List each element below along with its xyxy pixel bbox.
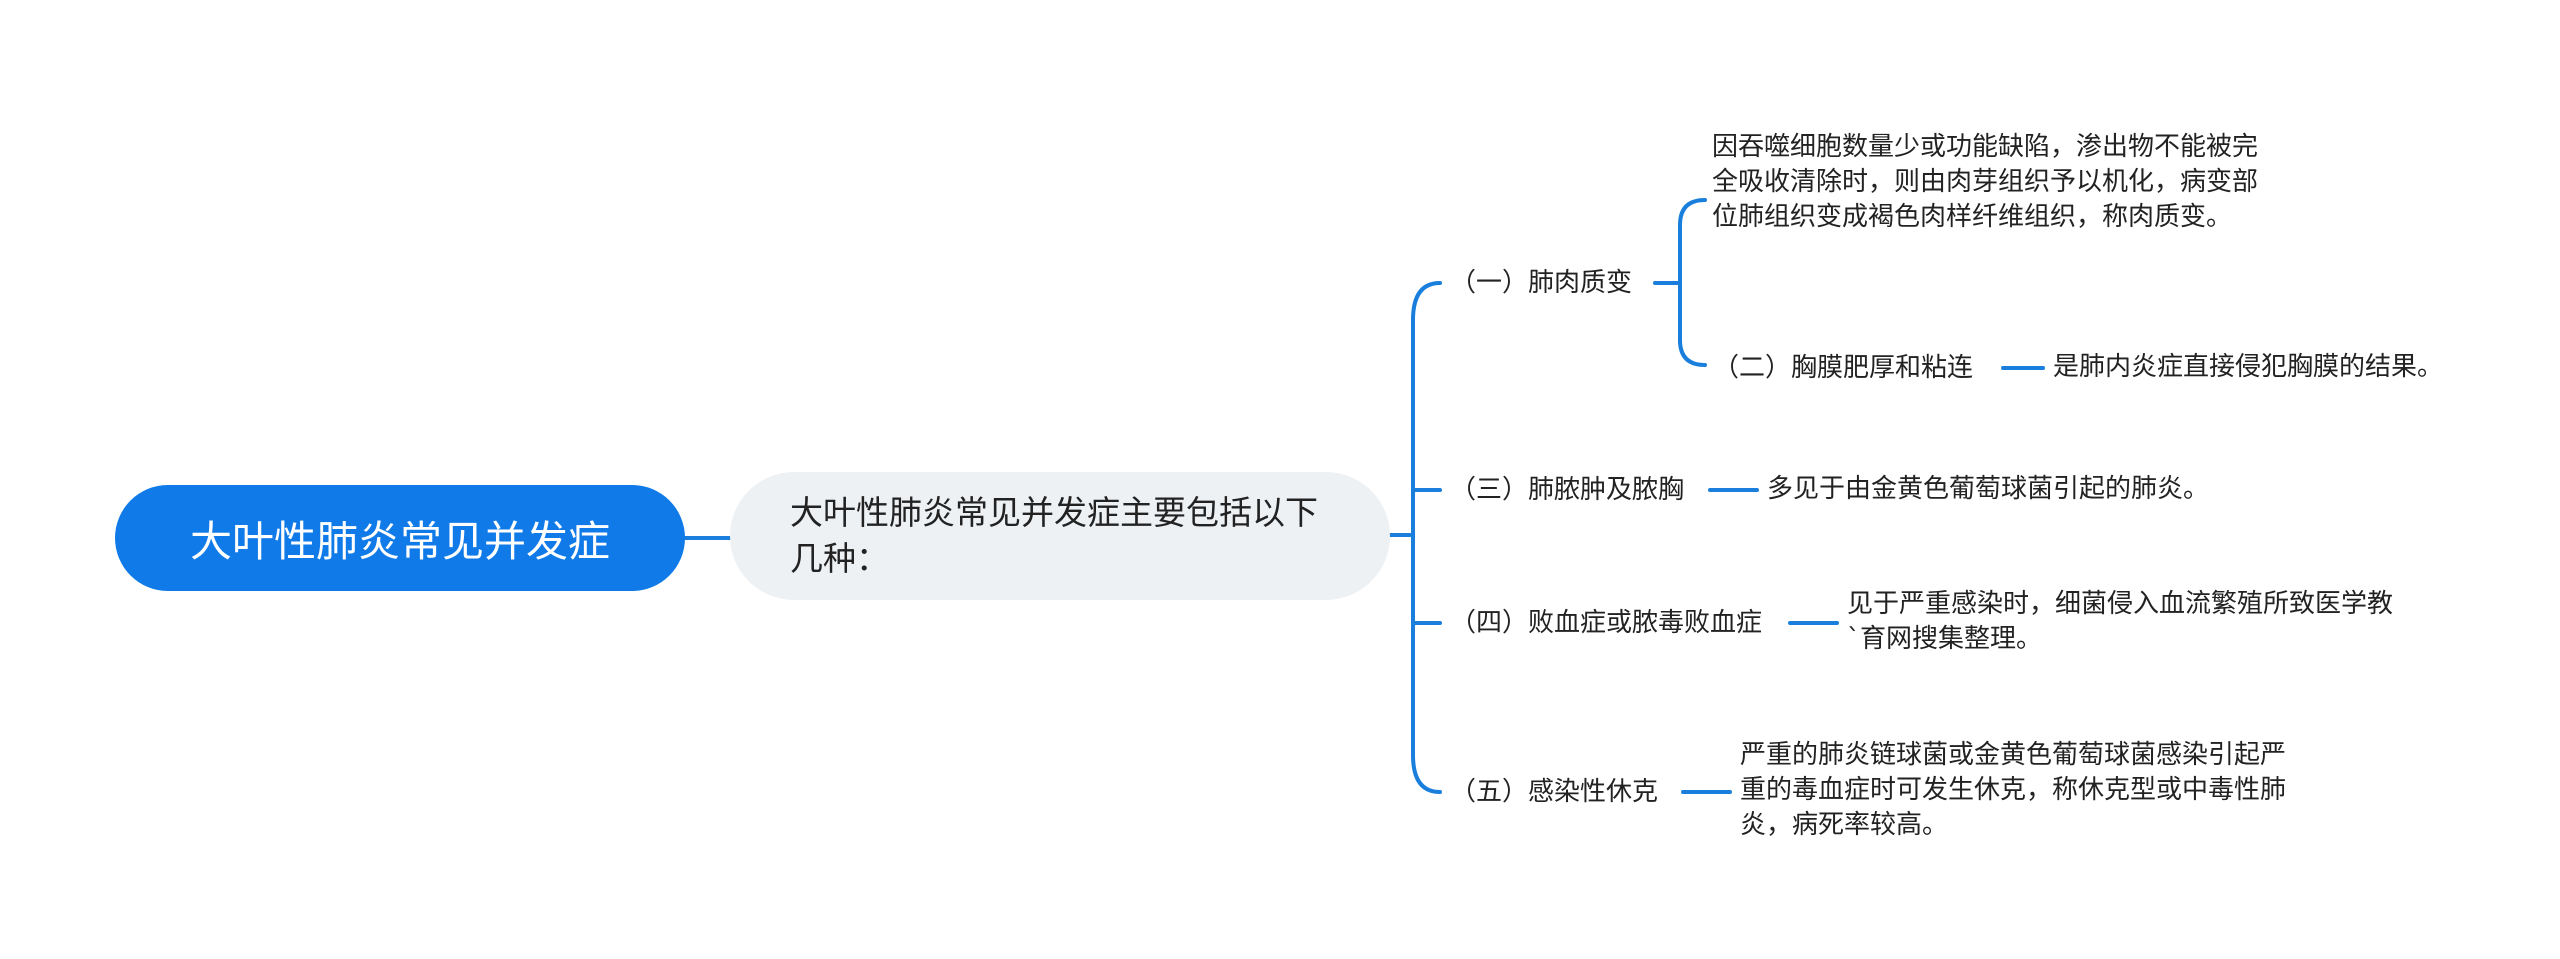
branch-topic-1[interactable]: （一）肺肉质变 — [1450, 265, 1632, 301]
main-subtopic-label: 大叶性肺炎常见并发症主要包括以下几种： — [790, 493, 1318, 578]
root-topic-label: 大叶性肺炎常见并发症 — [189, 516, 610, 566]
bracket-branch-1 — [1678, 198, 1707, 367]
leaf-topic-text: 严重的肺炎链球菌或金黄色葡萄球菌感染引起严重的毒血症时可发生休克，称休克型或中毒… — [1740, 740, 2287, 840]
leaf-topic-4[interactable]: 见于严重感染时，细菌侵入血流繁殖所致医学教`育网搜集整理。 — [1847, 587, 2402, 657]
branch-topic-2[interactable]: （二）胸膜肥厚和粘连 — [1713, 350, 1973, 386]
branch-topic-label: （一）肺肉质变 — [1450, 268, 1633, 298]
main-subtopic[interactable]: 大叶性肺炎常见并发症主要包括以下几种： — [730, 472, 1390, 600]
leaf-topic-text: 是肺内炎症直接侵犯胸膜的结果。 — [2053, 352, 2444, 382]
branch-topic-4[interactable]: （四）败血症或脓毒败血症 — [1450, 605, 1762, 641]
branch-topic-label: （二）胸膜肥厚和粘连 — [1713, 353, 1974, 383]
bracket-main — [1411, 281, 1442, 794]
leaf-topic-1[interactable]: 因吞噬细胞数量少或功能缺陷，渗出物不能被完全吸收清除时，则由肉芽组织予以机化，病… — [1712, 130, 2267, 235]
leaf-topic-text: 因吞噬细胞数量少或功能缺陷，渗出物不能被完全吸收清除时，则由肉芽组织予以机化，病… — [1712, 132, 2259, 232]
leaf-topic-text: 见于严重感染时，细菌侵入血流繁殖所致医学教`育网搜集整理。 — [1847, 589, 2394, 654]
branch-topic-label: （三）肺脓肿及脓胸 — [1450, 475, 1685, 505]
branch-topic-3[interactable]: （三）肺脓肿及脓胸 — [1450, 472, 1684, 508]
branch-topic-5[interactable]: （五）感染性休克 — [1450, 774, 1658, 810]
leaf-topic-5[interactable]: 严重的肺炎链球菌或金黄色葡萄球菌感染引起严重的毒血症时可发生休克，称休克型或中毒… — [1740, 738, 2295, 843]
branch-topic-label: （五）感染性休克 — [1450, 777, 1659, 807]
leaf-topic-2[interactable]: 是肺内炎症直接侵犯胸膜的结果。 — [2053, 350, 2443, 385]
branch-topic-label: （四）败血症或脓毒败血症 — [1450, 608, 1763, 638]
root-topic[interactable]: 大叶性肺炎常见并发症 — [115, 485, 685, 591]
leaf-topic-text: 多见于由金黄色葡萄球菌引起的肺炎。 — [1767, 474, 2210, 504]
leaf-topic-3[interactable]: 多见于由金黄色葡萄球菌引起的肺炎。 — [1767, 472, 2209, 507]
